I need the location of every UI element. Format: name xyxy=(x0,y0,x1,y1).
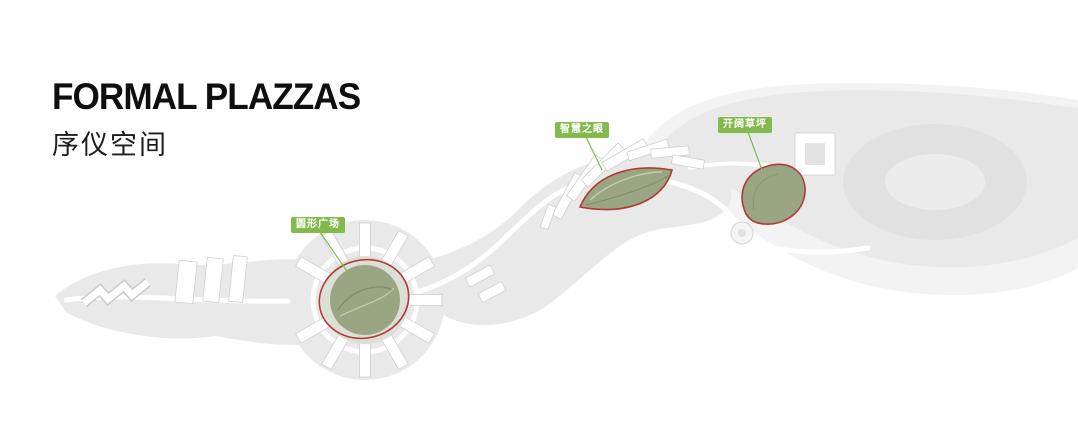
label-eye-of-wisdom: 智慧之眼 xyxy=(555,122,609,138)
leader-line-circular-plaza xyxy=(319,231,352,278)
circular-plaza-outline xyxy=(318,258,410,340)
label-circular-plaza: 圆形广场 xyxy=(291,217,345,233)
eye-plaza-shape xyxy=(578,167,673,211)
buildings-middle xyxy=(539,138,706,231)
lawn-plaza-shape xyxy=(741,163,806,225)
label-open-lawn: 开阔草坪 xyxy=(718,117,772,133)
leader-line-eye-of-wisdom xyxy=(585,136,603,171)
leader-line-open-lawn xyxy=(747,131,763,171)
buildings-left xyxy=(80,254,248,307)
buildings-connector xyxy=(464,264,507,304)
circular-plaza-shape xyxy=(318,256,410,344)
roundabout xyxy=(730,221,754,245)
courtyard-building xyxy=(794,132,836,176)
page-title: FORMAL PLAZZAS xyxy=(52,76,361,117)
leader-lines xyxy=(319,131,763,278)
page-header: FORMAL PLAZZAS 序仪空间 xyxy=(52,76,376,162)
page-subtitle: 序仪空间 xyxy=(52,130,168,160)
lake-shading xyxy=(843,124,1027,240)
